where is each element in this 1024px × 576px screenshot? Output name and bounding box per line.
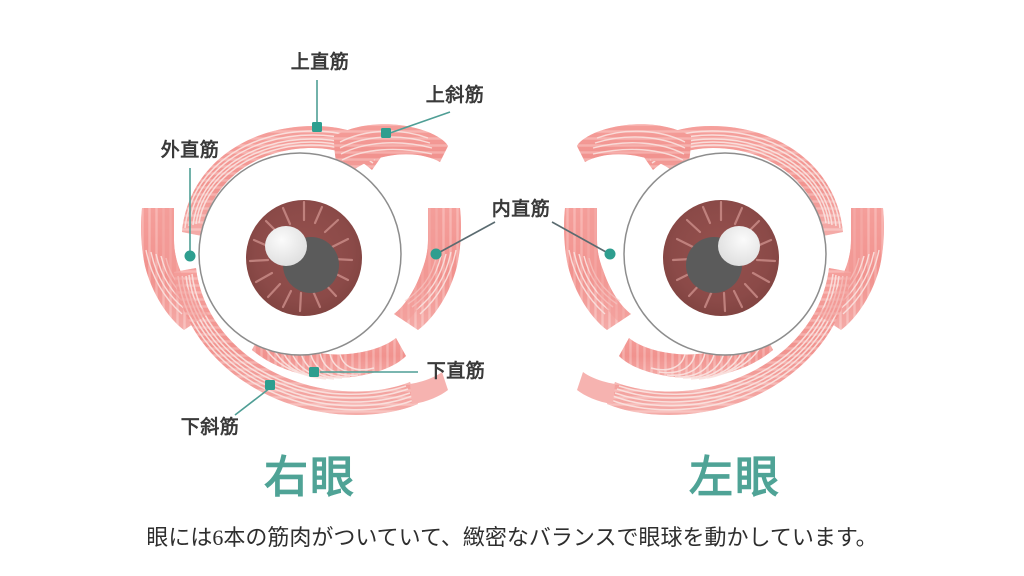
leader-medial-rectus-right: [439, 221, 496, 253]
marker-superior-oblique: [381, 128, 391, 138]
right-eyeball: [197, 151, 403, 357]
label-inferior-rectus: 下直筋: [427, 359, 486, 382]
marker-inferior-rectus: [309, 367, 319, 377]
marker-lateral-rectus: [184, 250, 196, 262]
left-eye-illustration: [563, 123, 885, 416]
label-inferior-oblique: 下斜筋: [181, 415, 240, 438]
marker-medial-rectus-right: [430, 248, 442, 260]
figure-caption: 眼には6本の筋肉がついていて、緻密なバランスで眼球を動かしています。: [146, 525, 877, 550]
leader-superior-oblique: [389, 111, 451, 134]
label-superior-rectus: 上直筋: [291, 50, 350, 73]
marker-medial-rectus-left: [604, 248, 616, 260]
leader-medial-rectus-left: [551, 221, 607, 253]
leader-lines: [184, 80, 616, 416]
label-medial-rectus: 内直筋: [492, 197, 551, 220]
right-eye-illustration: [140, 123, 462, 416]
marker-inferior-oblique: [265, 380, 275, 390]
right-eye-title: 右眼: [264, 453, 356, 502]
label-superior-oblique: 上斜筋: [426, 83, 485, 106]
marker-superior-rectus: [312, 122, 322, 132]
left-eyeball: [622, 151, 828, 357]
left-eye-title: 左眼: [689, 453, 781, 502]
leader-inferior-oblique: [234, 387, 271, 416]
label-lateral-rectus: 外直筋: [161, 138, 220, 161]
